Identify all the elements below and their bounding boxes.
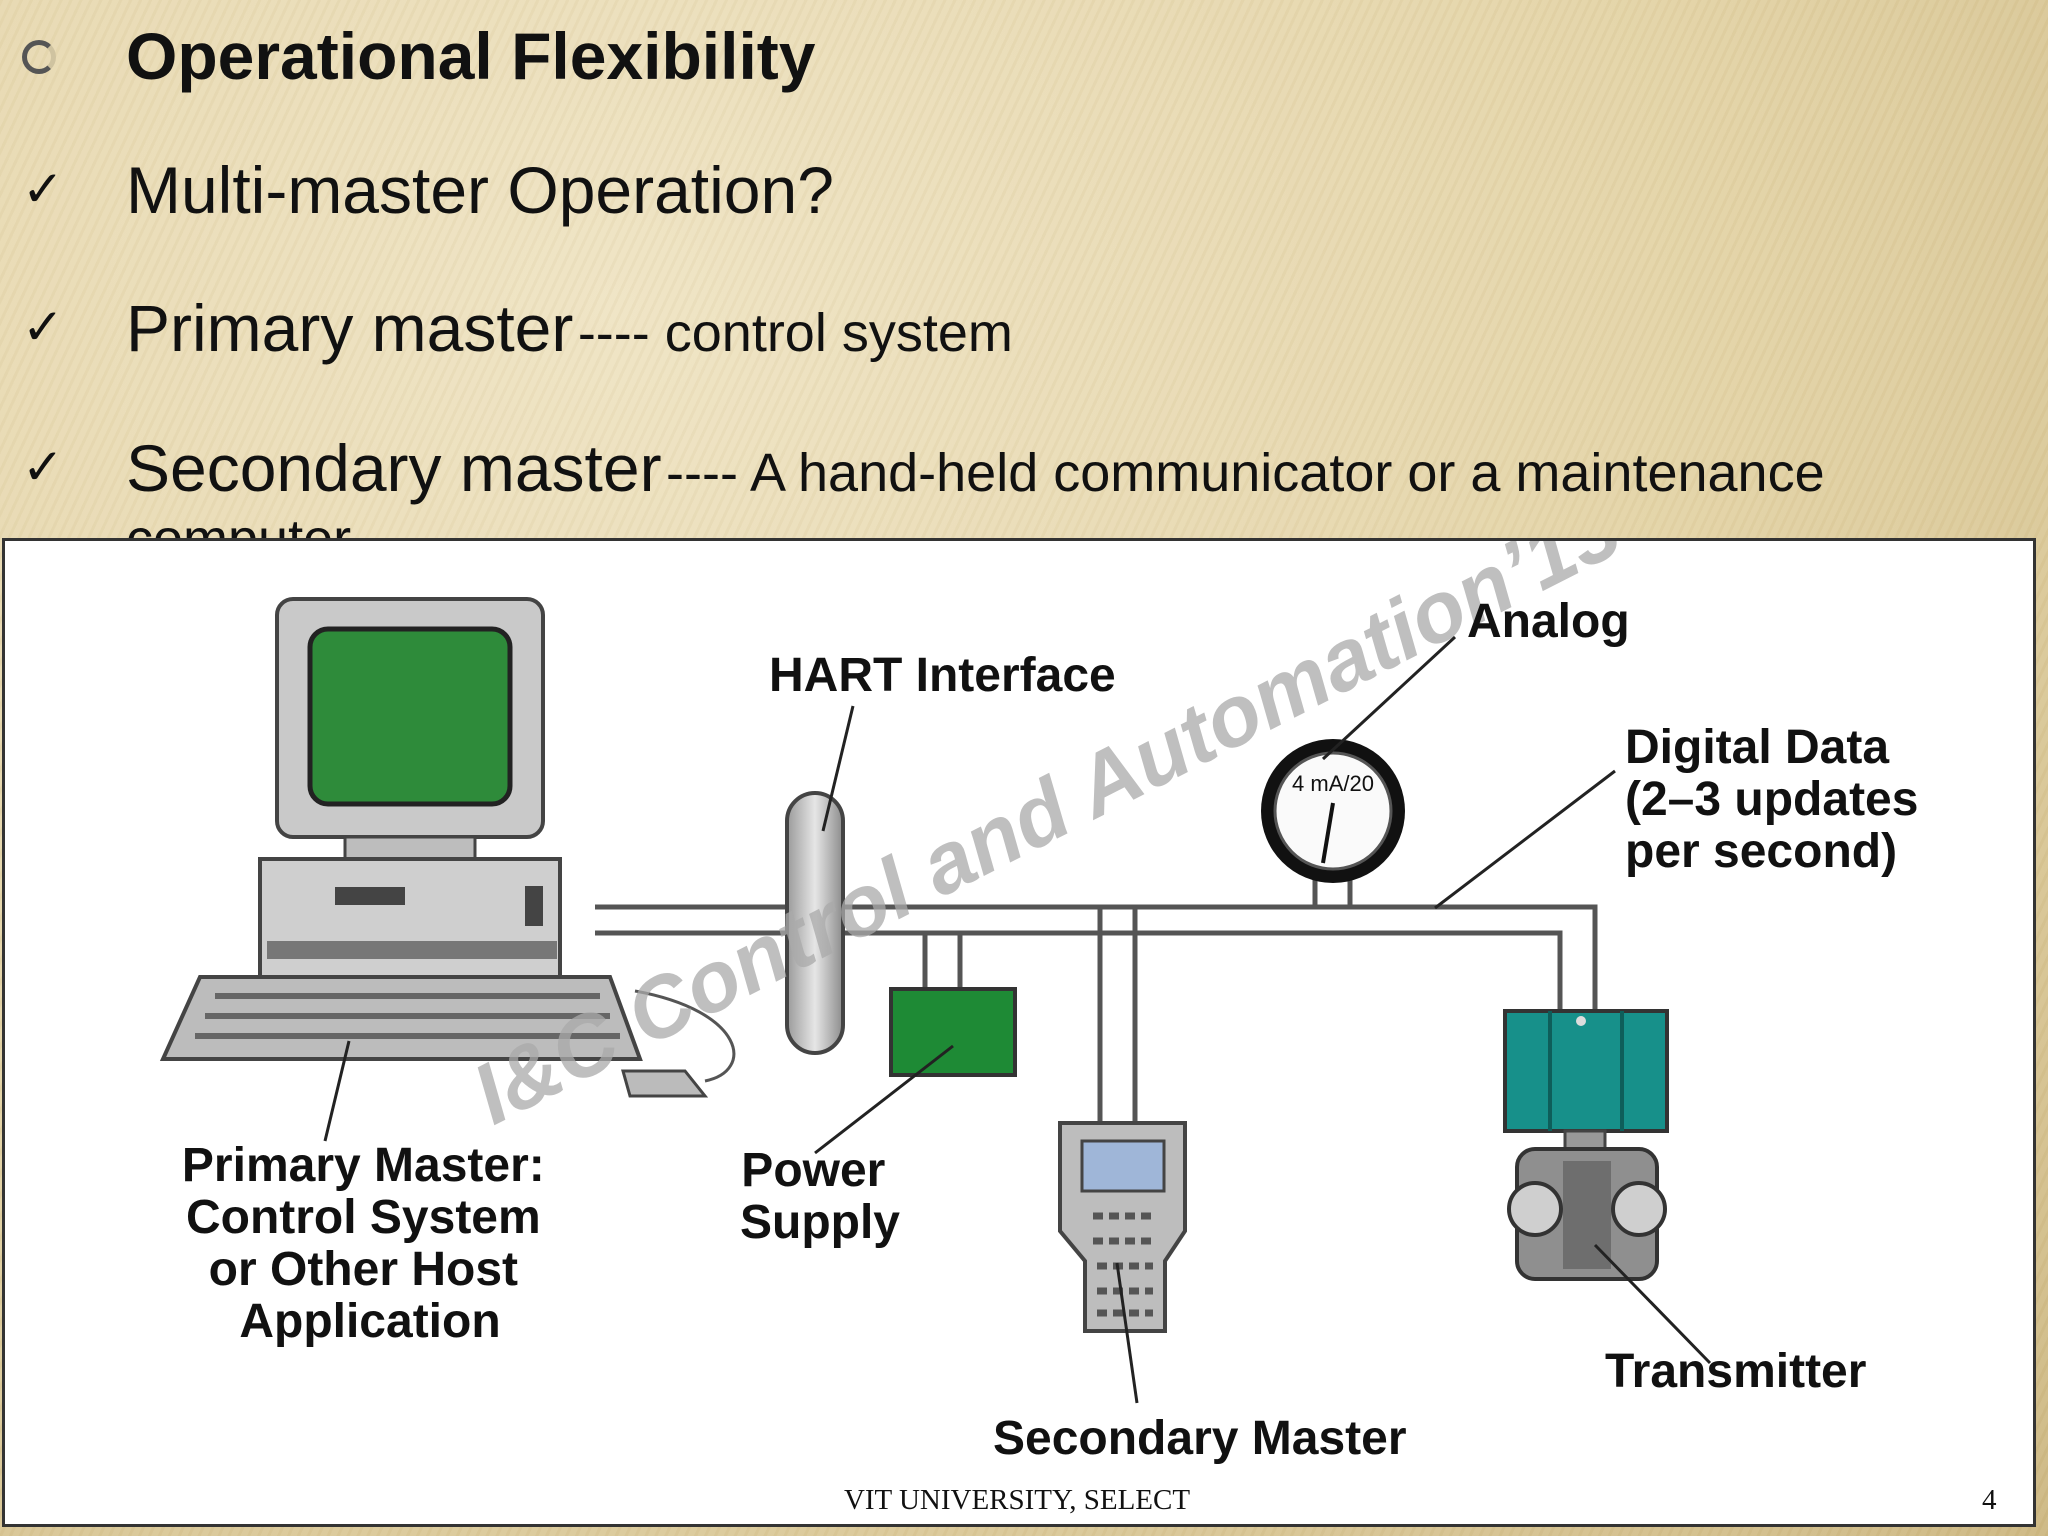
hart-network-diagram: 4 mA/20 I&C Control and Automation’13-14… (159, 541, 1932, 1465)
bullet-3-sub: ---- A hand-held communicator or a maint… (666, 443, 1825, 503)
digital-data-label: Digital Data (2–3 updates per second) (1625, 721, 1932, 878)
leader-lines (323, 635, 1712, 1404)
primary-master-line-2: Control System (186, 1191, 541, 1244)
slide-heading: Operational Flexibility (126, 19, 816, 93)
analog-label: Analog (1467, 595, 1630, 648)
primary-master-line-1: Primary Master: (182, 1139, 545, 1192)
transmitter-icon (1503, 1009, 1669, 1281)
hart-interface-label: HART Interface (769, 649, 1116, 702)
primary-master-computer-icon (159, 597, 736, 1098)
checkmark-icon: ✓ (22, 299, 64, 355)
power-supply-line-1: Power (741, 1144, 885, 1197)
digital-data-line-1: Digital Data (1625, 721, 1889, 774)
bullet-2-main: Primary master (126, 291, 574, 365)
checkmark-icon: ✓ (22, 439, 64, 495)
page-number: 4 (1982, 1484, 1997, 1516)
bullet-1: Multi-master Operation? (126, 152, 834, 228)
analog-gauge-icon: 4 mA/20 (1261, 739, 1405, 883)
primary-master-line-3: or Other Host (209, 1243, 518, 1296)
power-supply-line-2: Supply (740, 1196, 900, 1249)
gauge-scale-text: 4 mA/20 (1292, 771, 1374, 796)
bullet-3-main: Secondary master (126, 431, 662, 505)
secondary-master-label: Secondary Master (993, 1412, 1407, 1465)
bullet-1-main: Multi-master Operation? (126, 153, 834, 227)
hart-diagram-panel: 4 mA/20 I&C Control and Automation’13-14… (2, 538, 2036, 1527)
transmitter-label: Transmitter (1605, 1345, 1866, 1398)
network-bus (595, 879, 1598, 1126)
bullet-2-sub: ---- control system (577, 303, 1013, 363)
heading-bullet-icon (22, 40, 56, 74)
digital-data-line-2: (2–3 updates (1625, 773, 1918, 826)
bullet-2: Primary master ---- control system (126, 290, 1013, 366)
digital-data-line-3: per second) (1625, 825, 1897, 878)
power-supply-icon (889, 987, 1017, 1077)
primary-master-line-4: Application (239, 1295, 500, 1348)
bullet-3: Secondary master ---- A hand-held commun… (126, 430, 1825, 506)
handheld-communicator-icon (1058, 1121, 1187, 1333)
power-supply-label: Power Supply (740, 1144, 900, 1249)
checkmark-icon: ✓ (22, 161, 64, 217)
primary-master-label: Primary Master: Control System or Other … (182, 1139, 558, 1348)
footer-text: VIT UNIVERSITY, SELECT (843, 1484, 1191, 1516)
hart-interface-icon (785, 791, 845, 1055)
